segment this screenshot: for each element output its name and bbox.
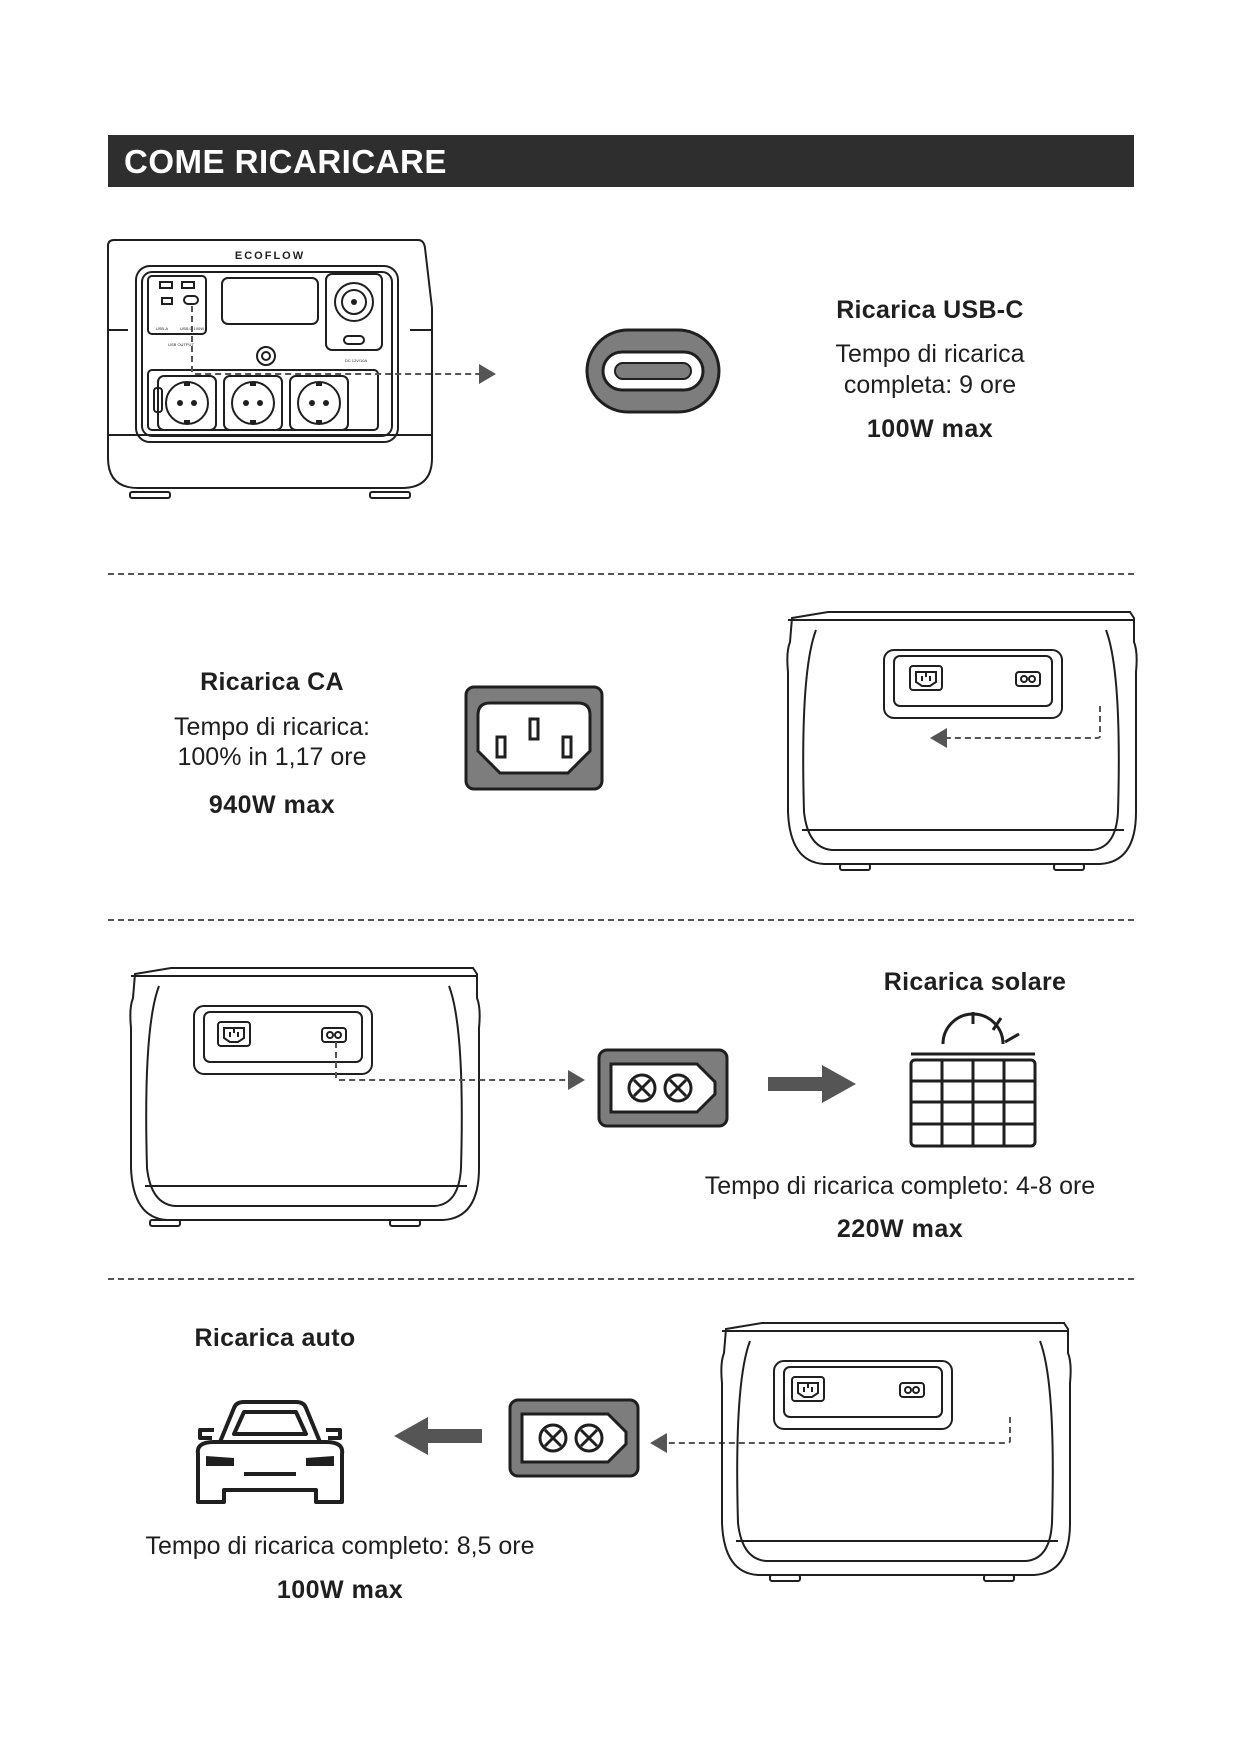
device-front-illustration: [107, 239, 496, 499]
usb-a-label: USB-A: [155, 326, 169, 331]
section-divider: [108, 1278, 1134, 1280]
page-title: COME RICARICARE: [124, 143, 447, 180]
usb-c-power: 100W max: [866, 415, 994, 443]
section-divider: [108, 573, 1134, 575]
ac-time-line1: Tempo di ricarica:: [174, 713, 370, 741]
device-rear-illustration: [129, 967, 585, 1227]
xt60-port-icon: [597, 1048, 729, 1128]
car-power: 100W max: [276, 1576, 404, 1604]
solar-panel-icon: [909, 1012, 1037, 1148]
usb-c-time-line1: Tempo di ricarica: [835, 340, 1025, 368]
car-time: Tempo di ricarica completo: 8,5 ore: [145, 1532, 535, 1560]
ac-power: 940W max: [208, 791, 336, 819]
usb-c-label: USB-C 100W: [179, 326, 204, 331]
usb-c-heading: Ricarica USB-C: [836, 296, 1024, 324]
usb-output-label: USB OUTPUT: [168, 342, 194, 347]
usb-c-time-line2: completa: 9 ore: [843, 371, 1017, 399]
usb-c-port-icon: [585, 328, 721, 414]
section-title-bar: COME RICARICARE: [108, 135, 1134, 187]
device-rear-illustration: [786, 611, 1138, 871]
arrow-left-icon: [394, 1417, 482, 1455]
device-brand-label: ECOFLOW: [234, 250, 306, 262]
ac-inlet-icon: [464, 685, 604, 791]
ac-heading: Ricarica CA: [200, 668, 344, 696]
dc-port-label: DC 12V/10A: [344, 358, 368, 363]
car-icon: [195, 1400, 345, 1504]
section-divider: [108, 919, 1134, 921]
car-heading: Ricarica auto: [194, 1324, 356, 1352]
arrow-right-icon: [768, 1065, 856, 1103]
xt60-port-icon: [508, 1398, 640, 1478]
solar-time: Tempo di ricarica completo: 4-8 ore: [704, 1172, 1096, 1200]
solar-heading: Ricarica solare: [883, 968, 1067, 996]
solar-power: 220W max: [836, 1215, 964, 1243]
device-rear-illustration: [650, 1322, 1072, 1582]
ac-time-line2: 100% in 1,17 ore: [177, 743, 367, 771]
